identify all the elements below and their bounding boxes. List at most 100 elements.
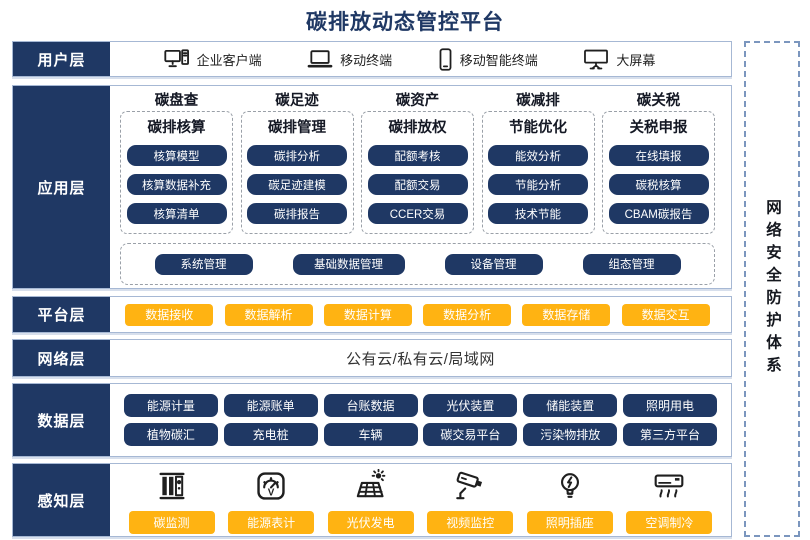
management-pill: 系统管理 <box>154 253 253 275</box>
platform-pill: 数据接收 <box>125 303 214 326</box>
data-source-pill: 储能装置 <box>523 394 618 417</box>
perception-item-video-surveillance: 视频监控 <box>424 467 516 534</box>
app-module-pill: 在线填报 <box>608 145 709 166</box>
user-item-label: 大屏幕 <box>616 52 656 68</box>
app-module-pill: 配额交易 <box>367 174 468 195</box>
data-source-pill: 能源计量 <box>123 394 218 417</box>
application-columns: 碳盘查 碳排核算 核算模型 核算数据补充 核算清单 碳足迹 碳排管理 碳排分析 … <box>120 91 715 234</box>
user-item-label: 企业客户端 <box>196 52 262 68</box>
data-source-pill: 车辆 <box>323 423 418 446</box>
energy-meter-icon: V <box>254 467 288 505</box>
app-module-pill: 核算模型 <box>126 145 227 166</box>
perception-item-carbon-monitoring: 碳监测 <box>126 467 218 534</box>
app-module-pill: CBAM碳报告 <box>608 203 709 224</box>
column-subheader: 节能优化 <box>509 120 567 136</box>
management-box: 系统管理 基础数据管理 设备管理 组态管理 <box>120 243 715 285</box>
platform-layer-content: 数据接收 数据解析 数据计算 数据分析 数据存储 数据交互 <box>110 297 731 332</box>
column-subheader: 关税申报 <box>629 120 688 136</box>
application-layer-label: 应用层 <box>13 86 110 288</box>
security-protection-sidebar: 网络安全防护体系 <box>744 41 800 537</box>
column-header: 碳资产 <box>395 93 440 109</box>
app-column-carbon-assets: 碳资产 碳排放权 配额考核 配额交易 CCER交易 <box>361 91 474 234</box>
management-pill: 基础数据管理 <box>292 253 405 275</box>
solar-power-icon <box>354 467 388 505</box>
svg-text:V: V <box>268 487 275 498</box>
perception-item-solar-power: 光伏发电 <box>325 467 417 534</box>
smartphone-icon <box>438 47 453 71</box>
data-source-pill: 台账数据 <box>323 394 418 417</box>
app-module-pill: CCER交易 <box>367 203 468 224</box>
app-module-pill: 节能分析 <box>488 174 588 195</box>
perception-item-air-conditioning: 空调制冷 <box>623 467 715 534</box>
user-item-enterprise-client: 企业客户端 <box>163 49 262 69</box>
column-box: 关税申报 在线填报 碳税核算 CBAM碳报告 <box>602 111 715 234</box>
app-column-carbon-inventory: 碳盘查 碳排核算 核算模型 核算数据补充 核算清单 <box>120 91 233 234</box>
data-row: 植物碳汇 充电桩 车辆 碳交易平台 污染物排放 第三方平台 <box>118 423 723 446</box>
user-item-mobile-terminal: 移动终端 <box>307 49 392 69</box>
app-module-pill: 技术节能 <box>488 203 588 224</box>
data-source-pill: 照明用电 <box>623 394 718 417</box>
perception-label-pill: 照明插座 <box>526 510 613 534</box>
app-module-pill: 碳税核算 <box>608 174 709 195</box>
data-source-pill: 充电桩 <box>223 423 318 446</box>
app-module-pill: 能效分析 <box>488 145 588 166</box>
data-source-pill: 碳交易平台 <box>423 423 518 446</box>
application-layer: 应用层 碳盘查 碳排核算 核算模型 核算数据补充 核算清单 碳足迹 碳排管理 碳… <box>12 85 732 289</box>
cctv-camera-icon <box>453 467 487 505</box>
management-pill: 组态管理 <box>582 253 681 275</box>
perception-layer: 感知层 碳监测 V 能源表计 光伏发电 视频监控 <box>12 463 732 537</box>
column-box: 节能优化 能效分析 节能分析 技术节能 <box>481 111 595 234</box>
app-module-pill: 核算数据补充 <box>126 174 227 195</box>
user-layer-content: 企业客户端 移动终端 移动智能终端 大屏幕 <box>110 42 731 76</box>
big-screen-icon <box>583 49 609 70</box>
user-layer-label: 用户层 <box>13 42 110 76</box>
perception-item-lighting-socket: 照明插座 <box>524 467 616 534</box>
user-item-smart-mobile-terminal: 移动智能终端 <box>438 47 538 71</box>
user-item-big-screen: 大屏幕 <box>583 49 655 70</box>
user-item-label: 移动智能终端 <box>459 52 538 68</box>
data-layer-label: 数据层 <box>13 384 110 456</box>
perception-label-pill: 碳监测 <box>128 510 215 534</box>
laptop-icon <box>307 49 333 69</box>
column-subheader: 碳排核算 <box>147 120 206 136</box>
column-header: 碳盘查 <box>154 93 199 109</box>
data-source-pill: 能源账单 <box>223 394 318 417</box>
column-subheader: 碳排管理 <box>268 120 326 136</box>
perception-label-pill: 视频监控 <box>427 510 514 534</box>
data-source-pill: 光伏装置 <box>423 394 518 417</box>
user-layer: 用户层 企业客户端 移动终端 移动智能终端 大屏幕 <box>12 41 732 77</box>
carbon-monitoring-icon <box>155 467 189 505</box>
column-box: 碳排放权 配额考核 配额交易 CCER交易 <box>361 111 474 234</box>
column-subheader: 碳排放权 <box>388 120 447 136</box>
platform-pill: 数据分析 <box>423 303 512 326</box>
data-layer-content: 能源计量 能源账单 台账数据 光伏装置 储能装置 照明用电 植物碳汇 充电桩 车… <box>110 384 731 456</box>
user-item-label: 移动终端 <box>340 52 393 68</box>
perception-layer-content: 碳监测 V 能源表计 光伏发电 视频监控 照明插座 <box>110 464 731 536</box>
app-module-pill: 碳排报告 <box>247 203 347 224</box>
data-row: 能源计量 能源账单 台账数据 光伏装置 储能装置 照明用电 <box>118 394 723 417</box>
app-column-carbon-footprint: 碳足迹 碳排管理 碳排分析 碳足迹建模 碳排报告 <box>240 91 354 234</box>
app-column-carbon-reduction: 碳减排 节能优化 能效分析 节能分析 技术节能 <box>481 91 595 234</box>
perception-label-pill: 空调制冷 <box>626 510 713 534</box>
platform-pill: 数据交互 <box>621 303 710 326</box>
app-module-pill: 配额考核 <box>367 145 468 166</box>
platform-layer: 平台层 数据接收 数据解析 数据计算 数据分析 数据存储 数据交互 <box>12 296 732 333</box>
management-pill: 设备管理 <box>444 253 543 275</box>
data-source-pill: 植物碳汇 <box>123 423 218 446</box>
platform-pill: 数据解析 <box>224 303 313 326</box>
column-box: 碳排管理 碳排分析 碳足迹建模 碳排报告 <box>240 111 354 234</box>
security-protection-text: 网络安全防护体系 <box>764 199 781 379</box>
network-layer-text: 公有云/私有云/局域网 <box>346 350 495 368</box>
app-column-carbon-tariff: 碳关税 关税申报 在线填报 碳税核算 CBAM碳报告 <box>602 91 715 234</box>
data-source-pill: 污染物排放 <box>523 423 618 446</box>
network-layer-label: 网络层 <box>13 340 110 376</box>
platform-pill: 数据计算 <box>323 303 412 326</box>
column-header: 碳足迹 <box>275 93 319 109</box>
data-layer: 数据层 能源计量 能源账单 台账数据 光伏装置 储能装置 照明用电 植物碳汇 充… <box>12 383 732 457</box>
perception-label-pill: 光伏发电 <box>327 510 414 534</box>
air-conditioner-icon <box>651 467 687 505</box>
network-layer: 网络层 公有云/私有云/局域网 <box>12 339 732 377</box>
data-source-pill: 第三方平台 <box>623 423 718 446</box>
app-module-pill: 碳排分析 <box>247 145 347 166</box>
column-box: 碳排核算 核算模型 核算数据补充 核算清单 <box>120 111 233 234</box>
